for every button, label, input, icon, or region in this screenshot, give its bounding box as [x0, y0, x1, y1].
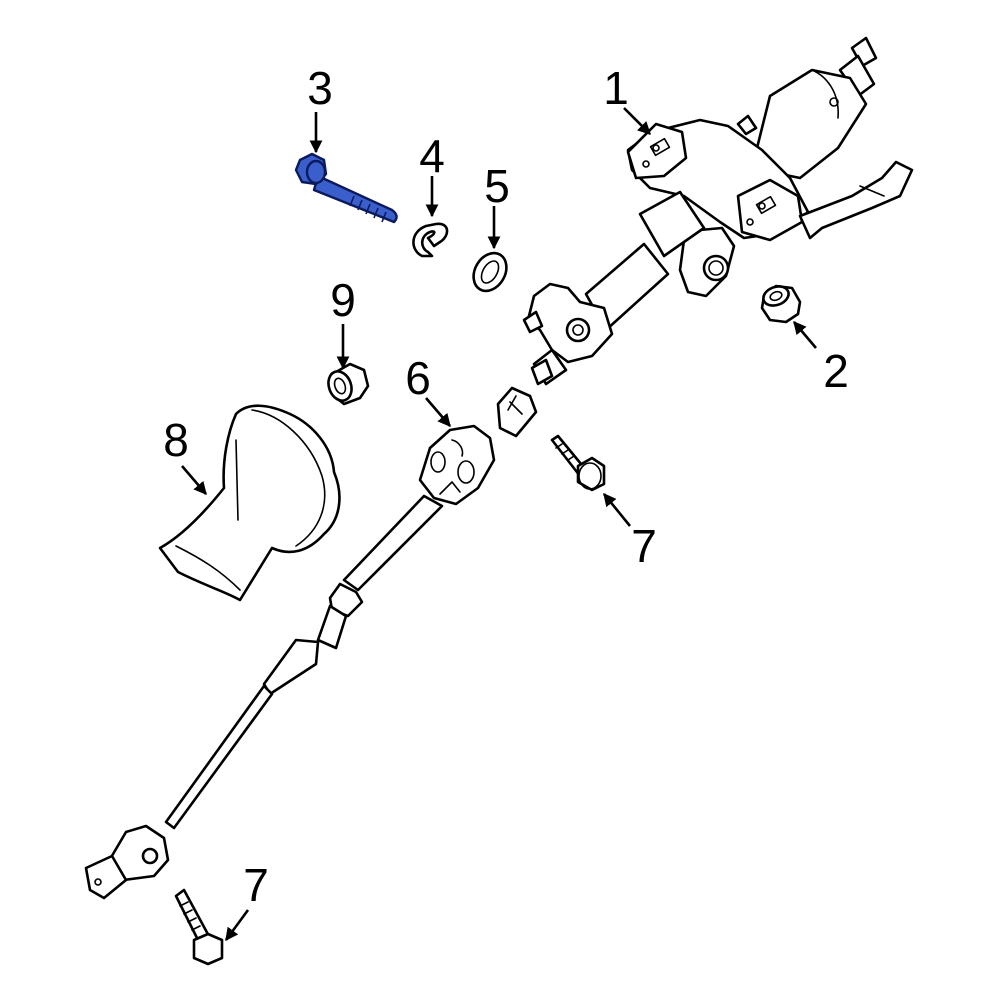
steering-column-part-1[interactable]: [522, 36, 914, 386]
washer-part-5[interactable]: [467, 247, 513, 297]
clip-part-4[interactable]: [412, 222, 449, 258]
arrow-8: [181, 465, 207, 495]
arrow-7-lower: [224, 909, 250, 942]
nut-part-2[interactable]: [760, 283, 802, 324]
callout-2[interactable]: 2: [823, 345, 849, 397]
bolt-part-7-upper[interactable]: [550, 434, 606, 492]
arrow-2: [793, 321, 817, 349]
bolt-part-7-lower[interactable]: [174, 888, 224, 966]
callout-7-upper[interactable]: 7: [631, 520, 657, 572]
callout-4[interactable]: 4: [419, 130, 445, 182]
intermediate-shaft-part-6[interactable]: [84, 386, 538, 900]
callout-3[interactable]: 3: [307, 62, 333, 114]
bolt-part-3-highlighted[interactable]: [294, 152, 398, 224]
callout-6[interactable]: 6: [405, 352, 431, 404]
callout-9[interactable]: 9: [330, 274, 356, 326]
nut-part-9[interactable]: [325, 362, 370, 406]
callout-arrows: [181, 107, 817, 942]
callout-5[interactable]: 5: [484, 160, 510, 212]
arrow-7-upper: [602, 492, 632, 527]
callout-8[interactable]: 8: [163, 414, 189, 466]
callout-1[interactable]: 1: [603, 62, 629, 114]
arrow-1: [623, 107, 651, 135]
callout-7-lower[interactable]: 7: [243, 859, 269, 911]
arrow-6: [425, 397, 451, 427]
boot-part-8[interactable]: [158, 404, 341, 602]
